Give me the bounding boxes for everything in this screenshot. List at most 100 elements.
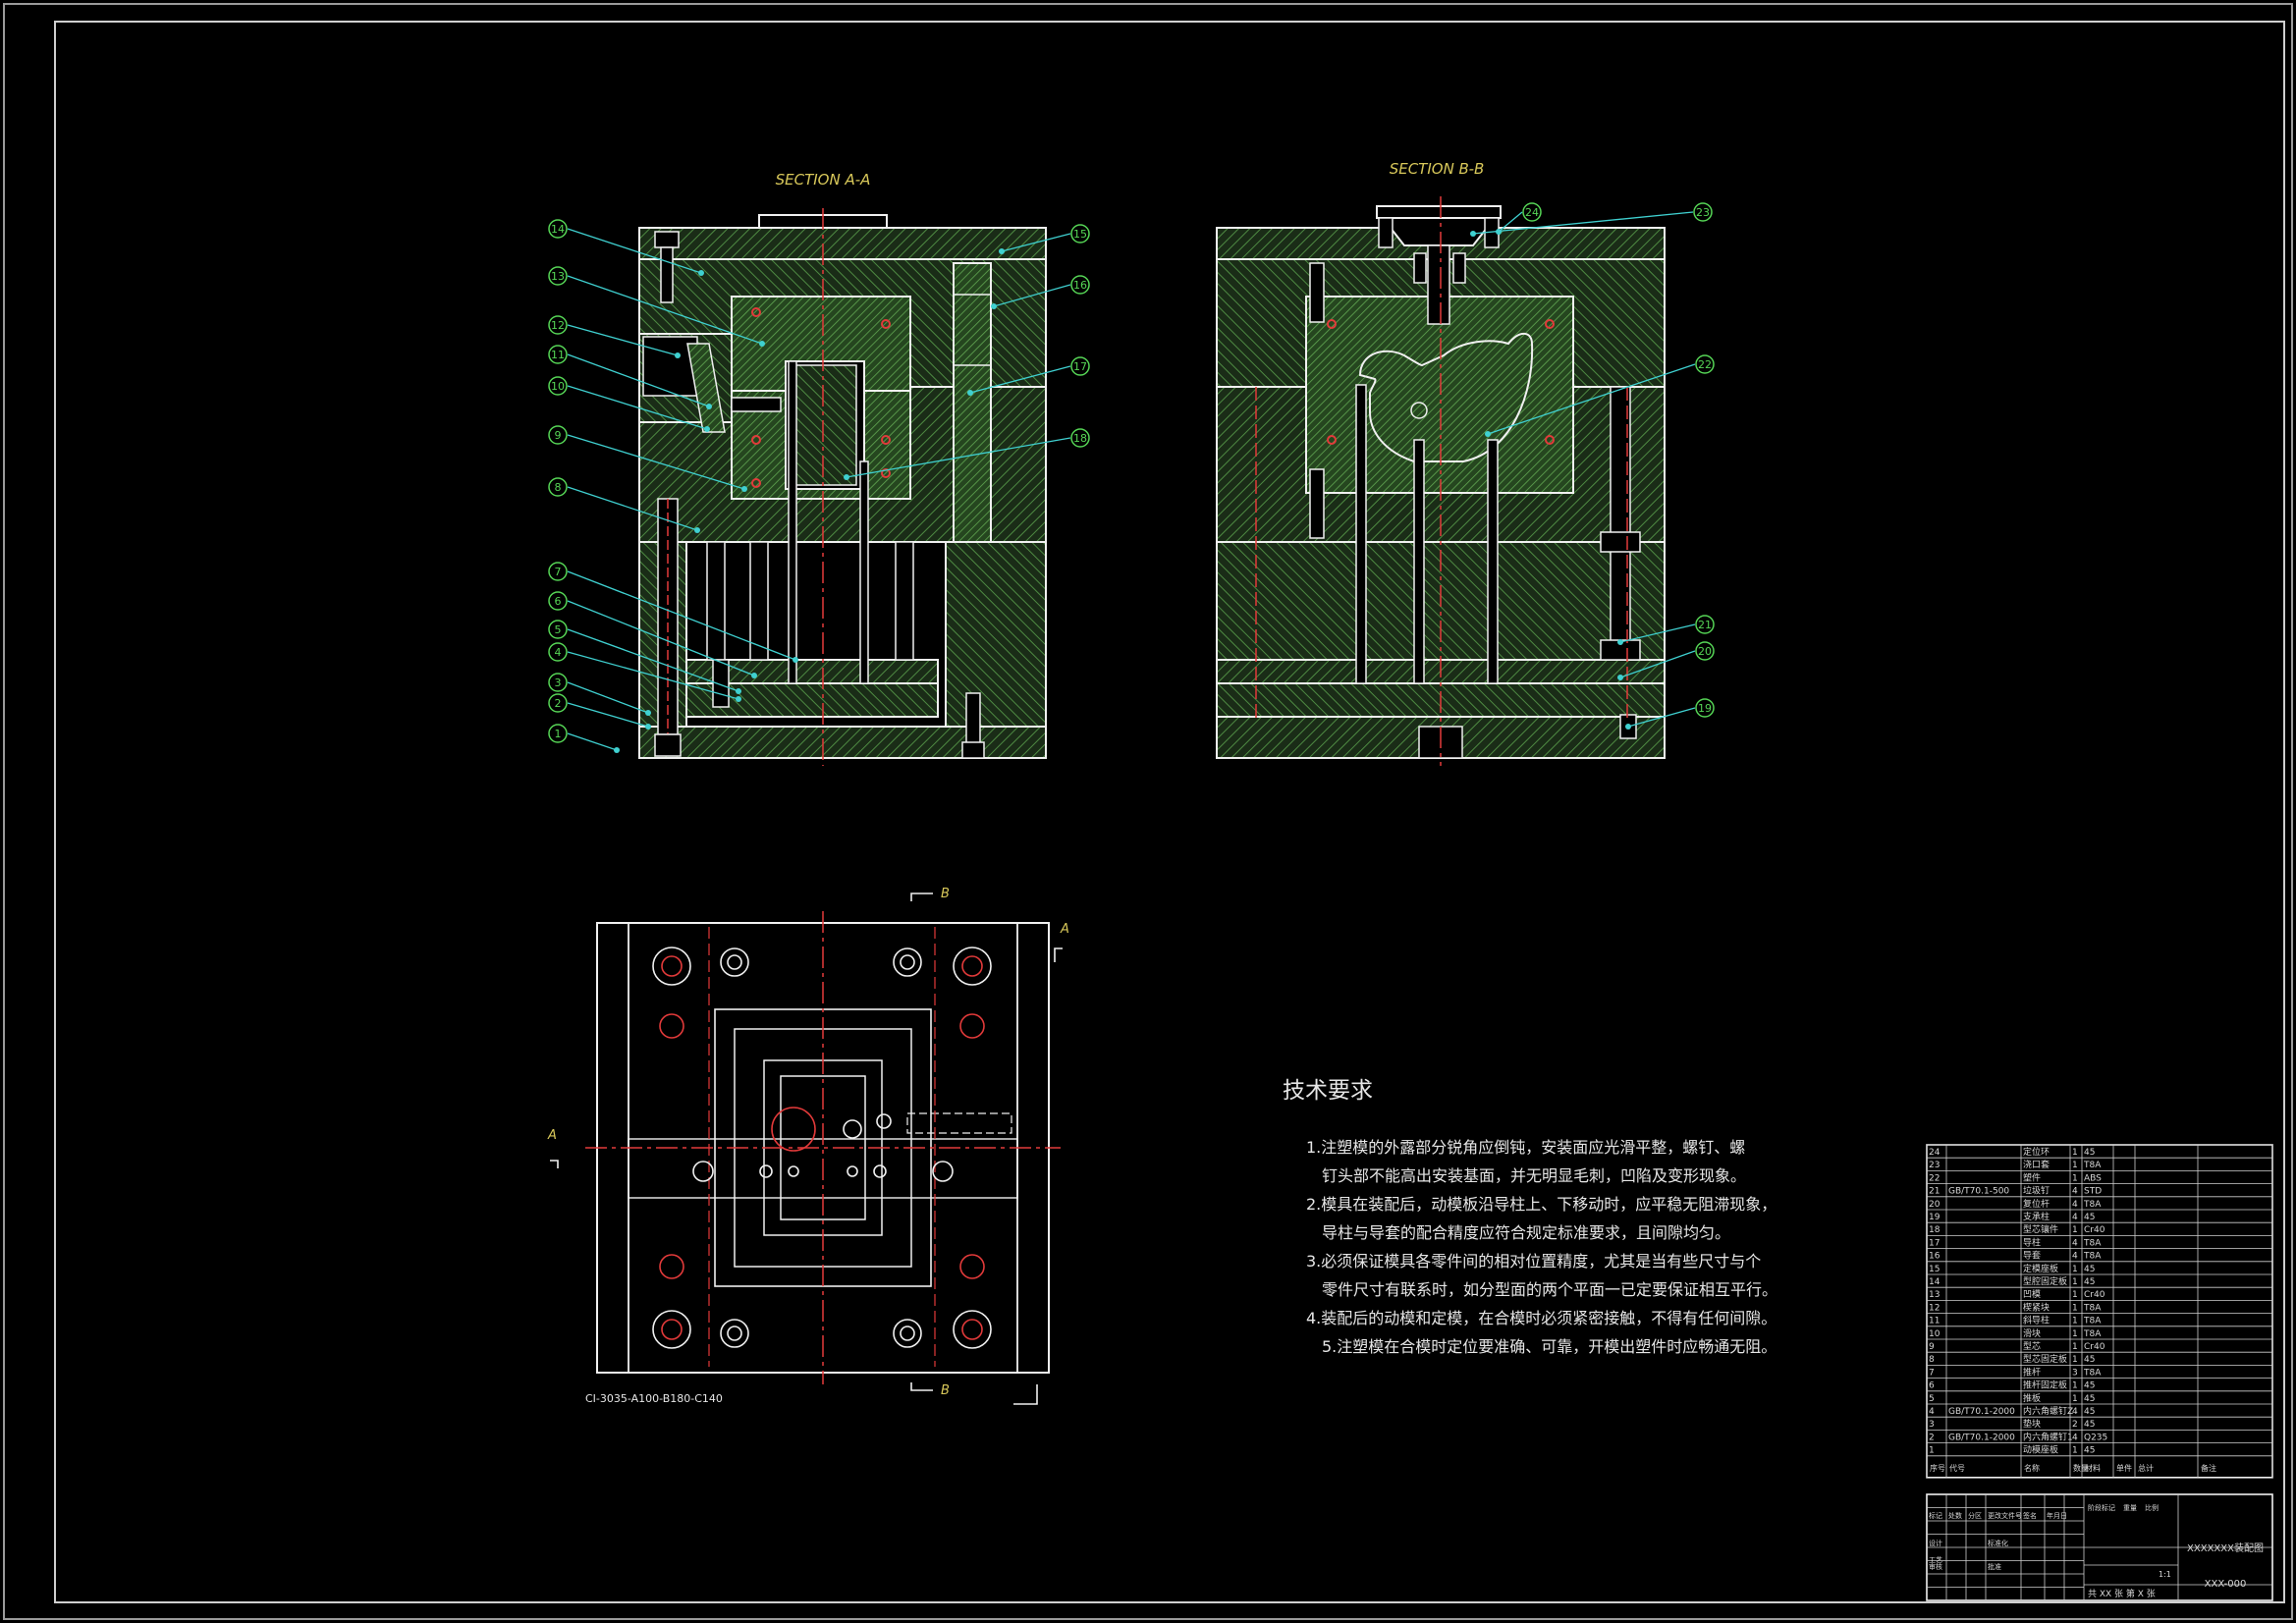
bom-cell-qty: 4 <box>2072 1433 2078 1442</box>
bom-cell-no: 14 <box>1929 1277 1941 1287</box>
bom-cell-name: 导套 <box>2023 1250 2041 1262</box>
titleblock-name: XXXXXXX装配图 <box>2187 1542 2264 1554</box>
cut-a-right: A <box>1060 922 1069 937</box>
tech-line: 零件尺寸有联系时，如分型面的两个平面一已定要保证相互平行。 <box>1322 1280 1777 1299</box>
titleblock-label: 比例 <box>2145 1503 2159 1512</box>
titleblock-label: 签名 <box>2023 1511 2037 1520</box>
bom-cell-mat: T8A <box>2083 1238 2102 1248</box>
bom-header-cell: 单件 <box>2116 1463 2132 1473</box>
bom-cell-qty: 1 <box>2072 1355 2078 1365</box>
titleblock-label: 阶段标记 <box>2088 1503 2115 1512</box>
bom-cell-name: 推杆 <box>2023 1366 2041 1378</box>
bom-cell-qty: 4 <box>2072 1213 2078 1222</box>
bom-cell-no: 5 <box>1929 1394 1935 1404</box>
bom-cell-no: 21 <box>1929 1187 1940 1197</box>
titleblock-label: 更改文件号 <box>1988 1511 2022 1520</box>
technical-requirements: 技术要求 1.注塑模的外露部分锐角应倒钝，安装面应光滑平整，螺钉、螺钉头部不能高… <box>1283 1078 1777 1356</box>
titleblock-scale: 1:1 <box>2159 1570 2171 1579</box>
a-balloon: 14 <box>551 223 565 236</box>
bom-cell-name: 滑块 <box>2023 1327 2041 1339</box>
bom-cell-mat: T8A <box>2083 1252 2102 1262</box>
titleblock-drawing-no: XXX-000 <box>2205 1579 2247 1590</box>
bom-cell-qty: 4 <box>2072 1238 2078 1248</box>
bom-cell-no: 8 <box>1929 1355 1935 1365</box>
a-balloon: 17 <box>1073 360 1087 373</box>
plan-code: CI-3035-A100-B180-C140 <box>585 1392 723 1405</box>
bom-cell-code: GB/T70.1-2000 <box>1948 1407 2015 1417</box>
bom-cell-qty: 1 <box>2072 1329 2078 1339</box>
bom-cell-mat: Q235 <box>2084 1433 2107 1442</box>
bom-cell-qty: 1 <box>2072 1277 2078 1287</box>
bom-cell-code: GB/T70.1-500 <box>1948 1187 2009 1197</box>
bom-cell-no: 22 <box>1929 1173 1940 1183</box>
bom-cell-qty: 1 <box>2072 1381 2078 1391</box>
bom-header-cell: 序号 <box>1930 1463 1945 1473</box>
bom-cell-no: 9 <box>1929 1342 1935 1352</box>
bom-cell-name: 定模座板 <box>2023 1263 2058 1274</box>
bom-cell-name: 支承柱 <box>2023 1211 2050 1222</box>
a-balloon: 15 <box>1073 228 1087 241</box>
titleblock-label: 审核 <box>1929 1562 1942 1571</box>
bom-cell-no: 19 <box>1929 1213 1941 1222</box>
bom-cell-name: 型芯固定板 <box>2023 1353 2067 1365</box>
bom-cell-qty: 1 <box>2072 1342 2078 1352</box>
bom-cell-qty: 1 <box>2072 1303 2078 1313</box>
bom-cell-mat: T8A <box>2083 1200 2102 1210</box>
bom-cell-name: 内六角螺钉1 <box>2023 1431 2073 1442</box>
bom-cell-name: 垃圾钉 <box>2023 1185 2050 1197</box>
bom-cell-code: GB/T70.1-2000 <box>1948 1433 2015 1442</box>
titleblock-label: 设计 <box>1929 1539 1942 1547</box>
b-balloon: 22 <box>1698 358 1712 371</box>
bom-cell-qty: 1 <box>2072 1265 2078 1274</box>
plan-view: B B A A CI-3035-A100-B180-C140 <box>547 887 1069 1405</box>
bom-cell-mat: 45 <box>2084 1394 2095 1404</box>
titleblock-label: 分区 <box>1968 1511 1982 1520</box>
bom-cell-name: 动模座板 <box>2023 1444 2058 1456</box>
cut-b-bottom: B <box>941 1383 950 1398</box>
cut-b-top: B <box>941 887 950 901</box>
bom-cell-mat: T8A <box>2083 1161 2102 1170</box>
bom-cell-mat: 45 <box>2084 1446 2095 1456</box>
a-balloon: 1 <box>555 728 562 740</box>
a-balloon: 8 <box>555 481 562 494</box>
a-balloon: 16 <box>1073 279 1087 292</box>
bom-cell-qty: 1 <box>2072 1317 2078 1326</box>
titleblock-label: 工艺 <box>1929 1556 1942 1564</box>
bom-cell-no: 2 <box>1929 1433 1935 1442</box>
outer-border <box>3 3 2293 1620</box>
a-balloon: 18 <box>1073 432 1087 445</box>
a-balloon: 11 <box>551 349 565 361</box>
bom-cell-no: 23 <box>1929 1161 1940 1170</box>
tech-line: 4.装配后的动模和定模，在合模时必须紧密接触，不得有任何间隙。 <box>1306 1309 1777 1327</box>
titleblock-label: 重量 <box>2123 1504 2137 1512</box>
bom-cell-name: 导柱 <box>2023 1236 2041 1248</box>
a-balloon: 6 <box>555 595 562 608</box>
bom-cell-qty: 1 <box>2072 1290 2078 1300</box>
b-balloon: 20 <box>1698 645 1712 658</box>
bom-cell-no: 16 <box>1929 1252 1941 1262</box>
cut-a-left: A <box>547 1128 557 1143</box>
tech-line: 钉头部不能高出安装基面，并无明显毛刺，凹陷及变形现象。 <box>1322 1166 1746 1185</box>
a-balloon: 9 <box>555 429 562 442</box>
section-a-title: SECTION A-A <box>776 171 871 189</box>
bom-cell-qty: 1 <box>2072 1148 2078 1158</box>
a-balloon: 3 <box>555 676 562 689</box>
a-balloon: 2 <box>555 697 562 710</box>
a-balloon: 4 <box>555 646 562 659</box>
bom-cell-qty: 1 <box>2072 1173 2078 1183</box>
bom-cell-qty: 1 <box>2072 1446 2078 1456</box>
a-balloon: 5 <box>555 623 562 636</box>
bom-cell-name: 垫块 <box>2023 1418 2041 1430</box>
bom-header-cell: 数量 <box>2073 1463 2089 1473</box>
bom-cell-name: 内六角螺钉Z <box>2023 1405 2073 1417</box>
titleblock-label: 标记 <box>1929 1511 1942 1520</box>
tech-line: 5.注塑模在合模时定位要准确、可靠，开模出塑件时应畅通无阻。 <box>1322 1337 1777 1356</box>
bom-cell-mat: T8A <box>2083 1303 2102 1313</box>
bom-cell-mat: 45 <box>2084 1355 2095 1365</box>
bom-cell-mat: 45 <box>2084 1407 2095 1417</box>
bom-cell-no: 13 <box>1929 1290 1940 1300</box>
bom-cell-no: 6 <box>1929 1381 1935 1391</box>
